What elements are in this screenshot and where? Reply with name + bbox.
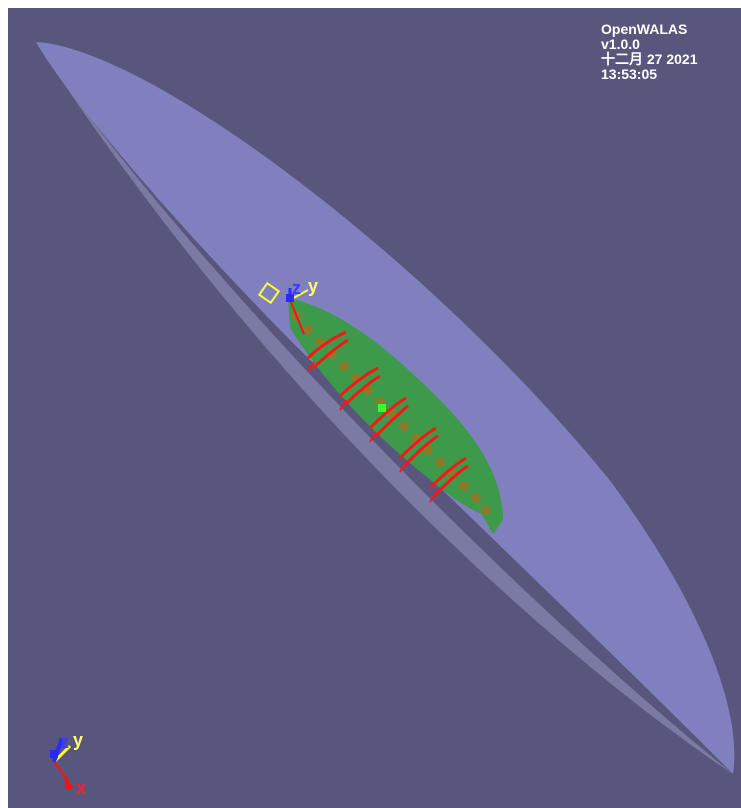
overlay-info: OpenWALAS v1.0.0 十二月 27 2021 13:53:05 (601, 22, 698, 82)
svg-text:z: z (292, 278, 301, 298)
date-label: 十二月 27 2021 (601, 51, 698, 67)
red-ring-ticks (307, 361, 437, 503)
bead (459, 481, 469, 491)
bead (435, 457, 445, 467)
bead (481, 505, 491, 515)
bead (471, 493, 481, 503)
bead (339, 361, 349, 371)
local-axes-gizmo: z y (257, 276, 318, 335)
red-rings (306, 330, 469, 498)
svg-text:y: y (73, 730, 83, 750)
yellow-frame-icon (257, 281, 281, 305)
app-name-label: OpenWALAS (601, 21, 688, 37)
scene-canvas[interactable]: z y z y x (8, 8, 741, 808)
svg-text:x: x (76, 778, 86, 798)
ring (306, 330, 349, 370)
green-body (288, 298, 503, 520)
3d-viewport[interactable]: z y z y x OpenWALAS v1.0.0 十二月 27 2021 1… (8, 8, 741, 808)
svg-text:y: y (308, 276, 318, 296)
version-label: v1.0.0 (601, 36, 640, 52)
origin-marker-center (378, 404, 386, 412)
bead (399, 421, 409, 431)
ring (368, 396, 409, 438)
ring (398, 426, 439, 468)
ring (428, 456, 469, 498)
global-axes-gizmo: z y x (50, 730, 86, 798)
svg-text:z: z (60, 732, 69, 752)
bead (303, 325, 313, 335)
ring (338, 366, 381, 406)
bead (327, 349, 337, 359)
time-label: 13:53:05 (601, 66, 658, 82)
